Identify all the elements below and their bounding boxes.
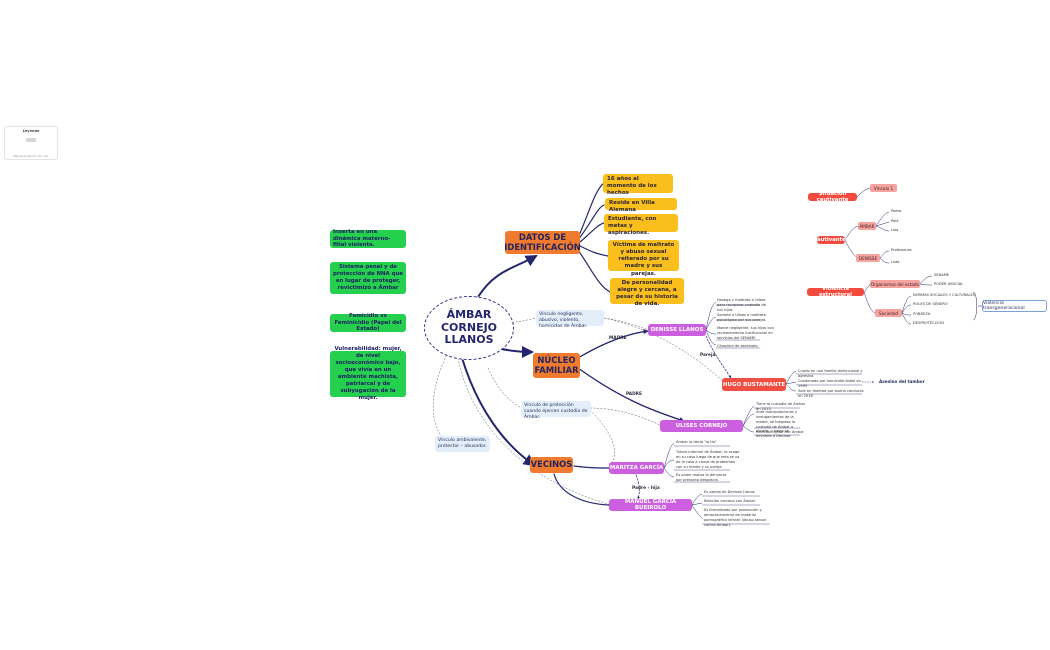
datos-item[interactable]: Reside en Villa Alemana [605, 198, 677, 213]
node-ambar[interactable]: ÁMBAR [858, 222, 876, 230]
legend-panel: Leyenda Representación de ruta [4, 126, 58, 160]
node-sociedad[interactable]: Sociedad [875, 309, 902, 317]
manuel-note: Relación cercana con Ámbar [704, 499, 756, 503]
person-hugo[interactable]: HUGO BUSTAMANTE [722, 378, 786, 391]
note-vulnerabilidad[interactable]: Vulnerabilidad: mujer, de nivel socioeco… [330, 346, 406, 401]
organismo-item: SENAME [934, 273, 950, 277]
ulises-note: Tiene la custodia de Ámbar en 2013 [756, 402, 806, 411]
branch-datos[interactable]: DATOS DE IDENTIFICACIÓN [504, 231, 581, 254]
note-femicidio[interactable]: Femicidio vs Feminicidio (Papel del Esta… [330, 313, 406, 332]
organismo-item: PODER JUDICIAL [934, 282, 964, 286]
datos-item[interactable]: De personalidad alegre y cercana, a pesa… [610, 278, 684, 307]
link-label-proteccion[interactable]: Vínculo de protección cuando ejercen cus… [521, 401, 591, 420]
relation-pareja: Pareja [700, 353, 716, 358]
manuel-note: Ex pareja de Denisse Llanos [704, 490, 755, 494]
relation-padre: PADRE [626, 392, 642, 397]
legend-subtitle: Representación de ruta [13, 154, 49, 158]
node-transgeneracional[interactable]: Violencia transgeneracional [982, 300, 1047, 312]
relation-madre: MADRE [609, 336, 627, 341]
legend-swatch [26, 138, 36, 142]
ambar-item: Lola [891, 228, 899, 232]
sociedad-item: NORMAS SOCIALES Y CULTURALES [913, 293, 976, 297]
sociedad-item: DESPROTECCIÓN [913, 321, 944, 325]
link-label-negligente[interactable]: Vínculo negligente, abusivo, violento, h… [536, 310, 604, 329]
maritza-note: Tutora informal de Ámbar; la acoge en su… [676, 450, 740, 469]
link-label-ambivalente[interactable]: Vínculo ambivalente, protector – abusado… [435, 436, 490, 452]
hugo-note: Criado en una familia disfuncional y agr… [798, 369, 863, 378]
node-situacion-cautivante[interactable]: Situación cautivante [808, 191, 857, 203]
node-cautivantes[interactable]: Cautivantes [813, 236, 849, 244]
branch-nucleo[interactable]: NÚCLEO FAMILIAR [533, 353, 580, 378]
hugo-note: Condenado por homicidio doble en 1995 [798, 379, 861, 388]
ulises-note: Relación lejana con Ámbar [756, 430, 804, 434]
node-organismos[interactable]: Organismos del estado [870, 280, 920, 288]
denisse-note: Hostiga y maltrata a Ulises para recuper… [717, 298, 766, 312]
ambar-item: Pola [891, 219, 899, 223]
datos-item[interactable]: Estudiante, con metas y aspiraciones. [604, 214, 678, 236]
denisse-item: Lista [891, 260, 900, 264]
node-violencia-estructural[interactable]: Violencia estructural [807, 286, 864, 298]
legend-title: Leyenda [22, 129, 40, 133]
branch-vecinos[interactable]: VECINOS [530, 457, 573, 473]
hugo-note: Sale en libertad por buena conducta en 2… [798, 389, 864, 398]
note-dinamica[interactable]: Inserta en una dinámica materno-filial v… [330, 229, 406, 248]
sociedad-item: ROLES DE GÉNERO [913, 302, 948, 306]
denisse-item: Profesiones [891, 248, 912, 252]
person-denisse[interactable]: DENISSE LLANOS [648, 324, 706, 336]
sociedad-item: POBREZA [913, 312, 931, 316]
ambar-item: Poeta [891, 209, 902, 213]
root-topic[interactable]: ÁMBAR CORNEJO LLANOS [424, 296, 514, 360]
node-vinculo[interactable]: Vínculo 1 [870, 184, 897, 192]
maritza-note: Es quien realiza la denuncia por presunt… [676, 473, 727, 482]
denisse-note: Cómplice de asesinato [717, 344, 758, 348]
person-maritza[interactable]: MARITZA GARCÍA [609, 462, 664, 474]
hugo-outcome: Asesino del tambor [879, 379, 925, 384]
note-sistema-penal[interactable]: Sistema penal y de protección de NNA que… [330, 262, 406, 294]
maritza-note: Ámbar la decía "la tía" [676, 440, 717, 444]
denisse-note: Madre negligente, sus hijos con reclamam… [717, 326, 774, 340]
denisse-note: Somete a Ulises a maltrato psicológico p… [717, 313, 766, 322]
ulises-note: Ante manipulaciones y hostigamientos de … [756, 410, 798, 439]
node-denisse[interactable]: DENISSE [856, 254, 880, 262]
person-manuel[interactable]: MANUEL GARCÍA BUEIROLO [609, 499, 692, 511]
datos-item[interactable]: Víctima de maltrato y abuso sexual reite… [608, 240, 679, 277]
manuel-note: Es formalizado por producción y almacena… [704, 508, 767, 527]
person-ulises[interactable]: ULISES CORNEJO [660, 420, 743, 432]
datos-item[interactable]: 16 años al momento de los hechos [603, 174, 673, 196]
relation-padre-hija: Padre - hija [632, 486, 660, 491]
